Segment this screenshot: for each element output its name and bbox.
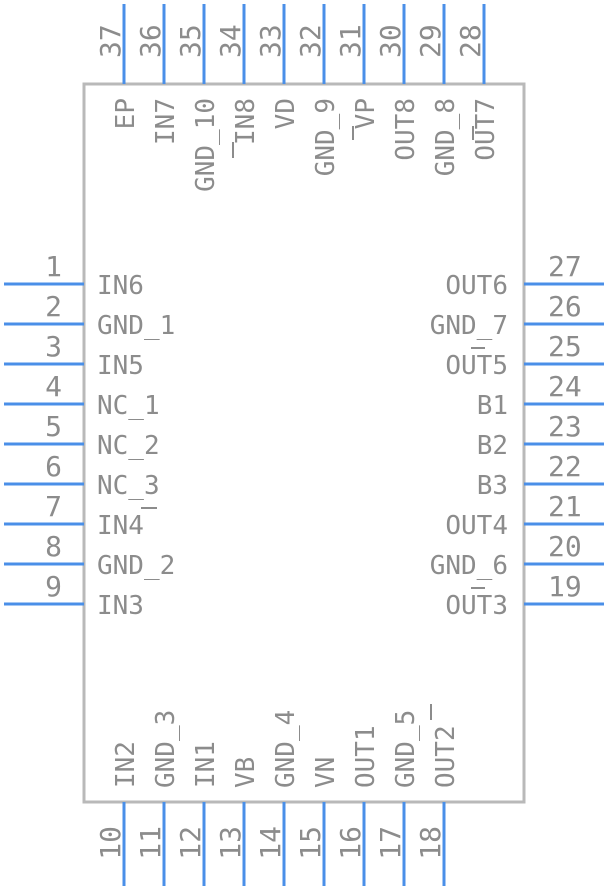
pin-13-number: 13 bbox=[214, 826, 247, 860]
pin-37-number: 37 bbox=[94, 24, 127, 58]
pin-20-number: 20 bbox=[548, 530, 582, 563]
pin-label-gnd-8: GND_8 bbox=[431, 98, 461, 176]
pin-23-number: 23 bbox=[548, 410, 582, 443]
pin-label-gnd-2: GND_2 bbox=[97, 551, 175, 581]
pin-4-number: 4 bbox=[45, 370, 62, 403]
pin-label-in7: IN7 bbox=[151, 98, 181, 145]
pin-label-nc-1: NC_1 bbox=[97, 391, 160, 421]
pin-label-out8: OUT8 bbox=[391, 98, 421, 161]
pin-29-number: 29 bbox=[414, 24, 447, 58]
pin-label-in8: IN8 bbox=[231, 98, 261, 145]
pin-32-number: 32 bbox=[294, 24, 327, 58]
pin-label-gnd-3: GND_3 bbox=[151, 710, 181, 788]
pin-label-gnd-9: GND_9 bbox=[311, 98, 341, 176]
pin-26-number: 26 bbox=[548, 290, 582, 323]
pin-label-in4: IN4 bbox=[97, 511, 144, 541]
pin-34-number: 34 bbox=[214, 24, 247, 58]
pin-14-number: 14 bbox=[254, 826, 287, 860]
pin-label-gnd-6: GND_6 bbox=[430, 551, 508, 581]
pin-label-gnd-1: GND_1 bbox=[97, 311, 175, 341]
pin-label-in2: IN2 bbox=[111, 741, 141, 788]
pin-3-number: 3 bbox=[45, 330, 62, 363]
pin-18-number: 18 bbox=[414, 826, 447, 860]
pin-label-gnd-7: GND_7 bbox=[430, 311, 508, 341]
pin-label-vb: VB bbox=[231, 757, 261, 788]
pin-label-in3: IN3 bbox=[97, 591, 144, 621]
pin-16-number: 16 bbox=[334, 826, 367, 860]
pin-2-number: 2 bbox=[45, 290, 62, 323]
pin-label-in5: IN5 bbox=[97, 351, 144, 381]
pin-17-number: 17 bbox=[374, 826, 407, 860]
ic-body bbox=[82, 82, 526, 804]
pin-31-number: 31 bbox=[334, 24, 367, 58]
pin-label-out1: OUT1 bbox=[351, 725, 381, 788]
pin-label-out7: OUT7 bbox=[471, 98, 501, 161]
pin-25-number: 25 bbox=[548, 330, 582, 363]
pin-6-number: 6 bbox=[45, 450, 62, 483]
pin-36-number: 36 bbox=[134, 24, 167, 58]
pin-label-out5: OUT5 bbox=[445, 351, 508, 381]
pin-label-ep: EP bbox=[111, 98, 141, 129]
pin-5-number: 5 bbox=[45, 410, 62, 443]
pin-15-number: 15 bbox=[294, 826, 327, 860]
pin-19-number: 19 bbox=[548, 570, 582, 603]
pin-33-number: 33 bbox=[254, 24, 287, 58]
pin-label-gnd-4: GND_4 bbox=[271, 710, 301, 788]
pin-label-out3: OUT3 bbox=[445, 591, 508, 621]
pin-label-gnd-5: GND_5 bbox=[391, 710, 421, 788]
pin-21-number: 21 bbox=[548, 490, 582, 523]
pin-label-in6: IN6 bbox=[97, 271, 144, 301]
pin-label-nc-2: NC_2 bbox=[97, 431, 160, 461]
pin-label-vp: VP bbox=[351, 98, 381, 129]
pin-12-number: 12 bbox=[174, 826, 207, 860]
pin-24-number: 24 bbox=[548, 370, 582, 403]
pin-11-number: 11 bbox=[134, 826, 167, 860]
pin-label-vd: VD bbox=[271, 98, 301, 129]
pin-label-b3: B3 bbox=[477, 471, 508, 501]
pin-22-number: 22 bbox=[548, 450, 582, 483]
pin-label-out2: OUT2 bbox=[431, 725, 461, 788]
pin-8-number: 8 bbox=[45, 530, 62, 563]
pin-1-number: 1 bbox=[45, 250, 62, 283]
pin-label-vn: VN bbox=[311, 757, 341, 788]
pin-label-b2: B2 bbox=[477, 431, 508, 461]
pin-30-number: 30 bbox=[374, 24, 407, 58]
pin-28-number: 28 bbox=[454, 24, 487, 58]
pin-label-b1: B1 bbox=[477, 391, 508, 421]
pin-9-number: 9 bbox=[45, 570, 62, 603]
pin-27-number: 27 bbox=[548, 250, 582, 283]
pin-7-number: 7 bbox=[45, 490, 62, 523]
pin-label-gnd-10: GND_10 bbox=[191, 98, 221, 192]
pin-label-in1: IN1 bbox=[191, 741, 221, 788]
pin-label-out6: OUT6 bbox=[445, 271, 508, 301]
pin-label-nc-3: NC_3 bbox=[97, 471, 160, 501]
pin-label-out4: OUT4 bbox=[445, 511, 508, 541]
pin-35-number: 35 bbox=[174, 24, 207, 58]
pin-10-number: 10 bbox=[94, 826, 127, 860]
